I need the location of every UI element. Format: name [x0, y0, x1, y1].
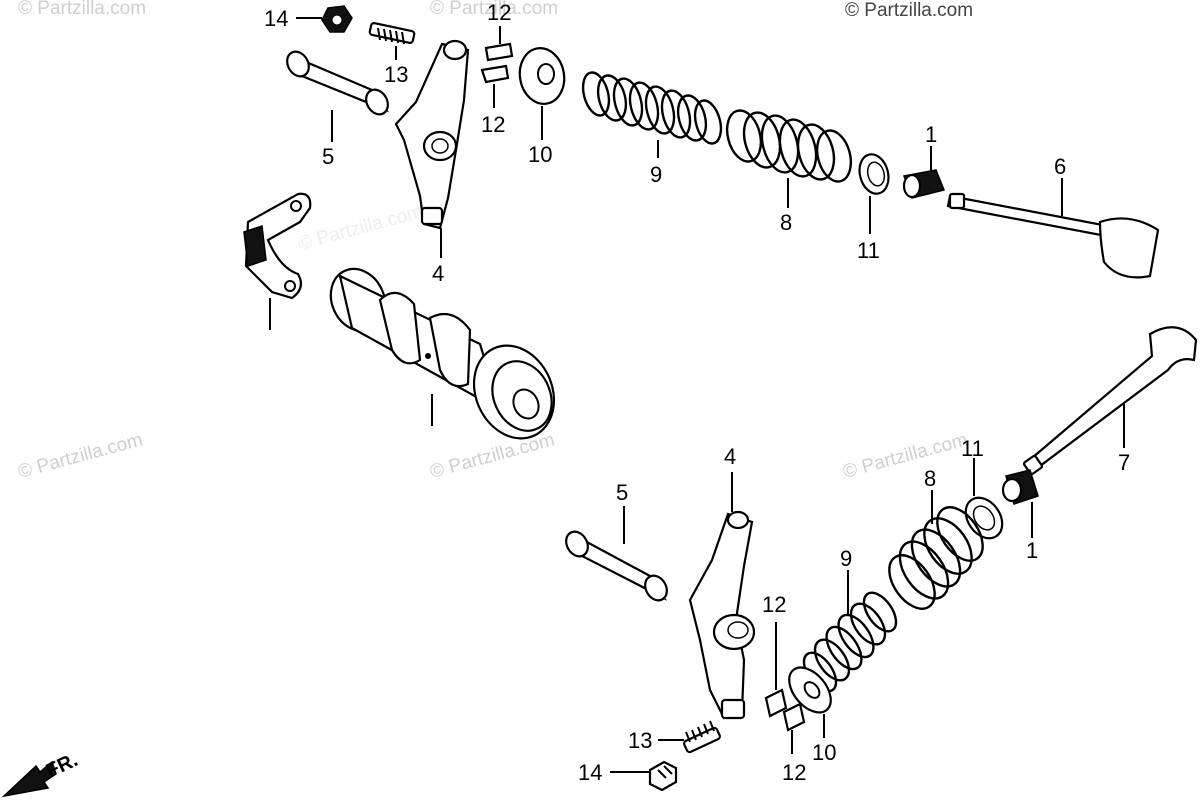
part-10-spring-retainer-bottom[interactable]: [781, 660, 839, 720]
callout-12a-bottom: 12: [762, 592, 786, 617]
part-3-camshaft-holder[interactable]: [243, 192, 312, 300]
front-direction-indicator: FR.: [1, 749, 81, 798]
callout-5: 5: [322, 144, 334, 169]
part-12-valve-cotter-bottom[interactable]: [764, 688, 806, 732]
callout-4-bottom: 4: [724, 444, 736, 469]
callout-6: 6: [1054, 154, 1066, 179]
watermark: © Partzilla.com: [16, 429, 145, 482]
part-7-exhaust-valve[interactable]: [1022, 326, 1198, 476]
part-5-rocker-arm-shaft-top[interactable]: [283, 48, 392, 119]
callout-7: 7: [1118, 450, 1130, 475]
callout-1: 1: [925, 122, 937, 147]
part-1-valve-stem-seal-top[interactable]: [902, 169, 946, 199]
callout-14-bottom: 14: [578, 760, 602, 785]
part-11-spring-seat-bottom[interactable]: [958, 491, 1009, 545]
callout-5-bottom: 5: [616, 480, 628, 505]
watermark: © Partzilla.com: [841, 429, 970, 482]
watermark: © Partzilla.com: [296, 201, 425, 254]
arrow-icon: [1, 760, 57, 798]
part-8-outer-valve-spring-top[interactable]: [722, 107, 856, 186]
part-13-adjusting-screw-top[interactable]: [368, 22, 416, 45]
callout-10: 10: [528, 142, 552, 167]
watermark: © Partzilla.com: [430, 0, 558, 19]
part-9-inner-valve-spring-bottom[interactable]: [798, 587, 903, 697]
watermark: © Partzilla.com: [18, 0, 146, 19]
callout-14: 14: [264, 6, 288, 31]
callout-1-bottom: 1: [1026, 538, 1038, 563]
watermark: © Partzilla.com: [428, 429, 557, 482]
callout-8: 8: [780, 210, 792, 235]
part-14-nut-bottom[interactable]: [648, 760, 678, 792]
callout-8-bottom: 8: [924, 466, 936, 491]
part-10-spring-retainer-top[interactable]: [515, 45, 568, 108]
callout-11: 11: [857, 238, 880, 263]
callout-4: 4: [432, 261, 444, 286]
part-9-inner-valve-spring-top[interactable]: [579, 70, 726, 147]
callout-12b-bottom: 12: [782, 760, 806, 785]
part-8-outer-valve-spring-bottom[interactable]: [880, 499, 992, 617]
part-2-camshaft[interactable]: [321, 260, 569, 452]
callout-10-bottom: 10: [812, 740, 836, 765]
part-12-valve-cotter-top[interactable]: [480, 42, 514, 84]
part-13-adjusting-screw-bottom[interactable]: [683, 720, 721, 754]
callout-11-bottom: 11: [961, 436, 984, 461]
callout-12b: 12: [481, 112, 505, 137]
part-5-rocker-arm-shaft-bottom[interactable]: [562, 528, 671, 605]
part-6-intake-valve[interactable]: [946, 192, 1160, 279]
part-14-nut-top[interactable]: [321, 5, 353, 33]
part-1-valve-stem-seal-bottom[interactable]: [1001, 469, 1039, 505]
callout-9: 9: [650, 162, 662, 187]
callout-13: 13: [384, 62, 408, 87]
callout-13-bottom: 13: [628, 728, 652, 753]
part-11-spring-seat-top[interactable]: [855, 151, 892, 197]
watermark: © Partzilla.com: [845, 0, 973, 21]
part-4-rocker-arm-top[interactable]: [394, 39, 470, 230]
callout-12a: 12: [487, 0, 511, 25]
part-4-rocker-arm-bottom[interactable]: [688, 510, 756, 720]
callout-9-bottom: 9: [840, 546, 852, 571]
